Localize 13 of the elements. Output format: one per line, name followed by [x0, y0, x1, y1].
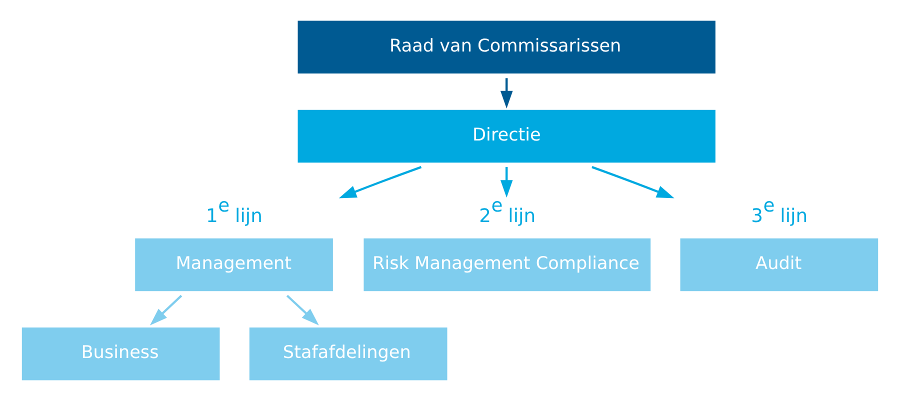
node-box: Risk Management Compliance: [364, 238, 651, 292]
arrow: [338, 166, 422, 198]
arrow: [150, 294, 182, 326]
node-box: Stafafdelingen: [249, 327, 448, 380]
node-box: Business: [22, 327, 220, 380]
arrow: [592, 166, 674, 198]
arrow: [286, 294, 319, 326]
node-box: Directie: [298, 110, 716, 163]
arrow: [500, 167, 513, 198]
arrow: [500, 78, 513, 108]
node-box: Raad van Commissarissen: [298, 20, 716, 74]
node-box: Audit: [680, 238, 878, 292]
node-box: Management: [135, 238, 333, 292]
